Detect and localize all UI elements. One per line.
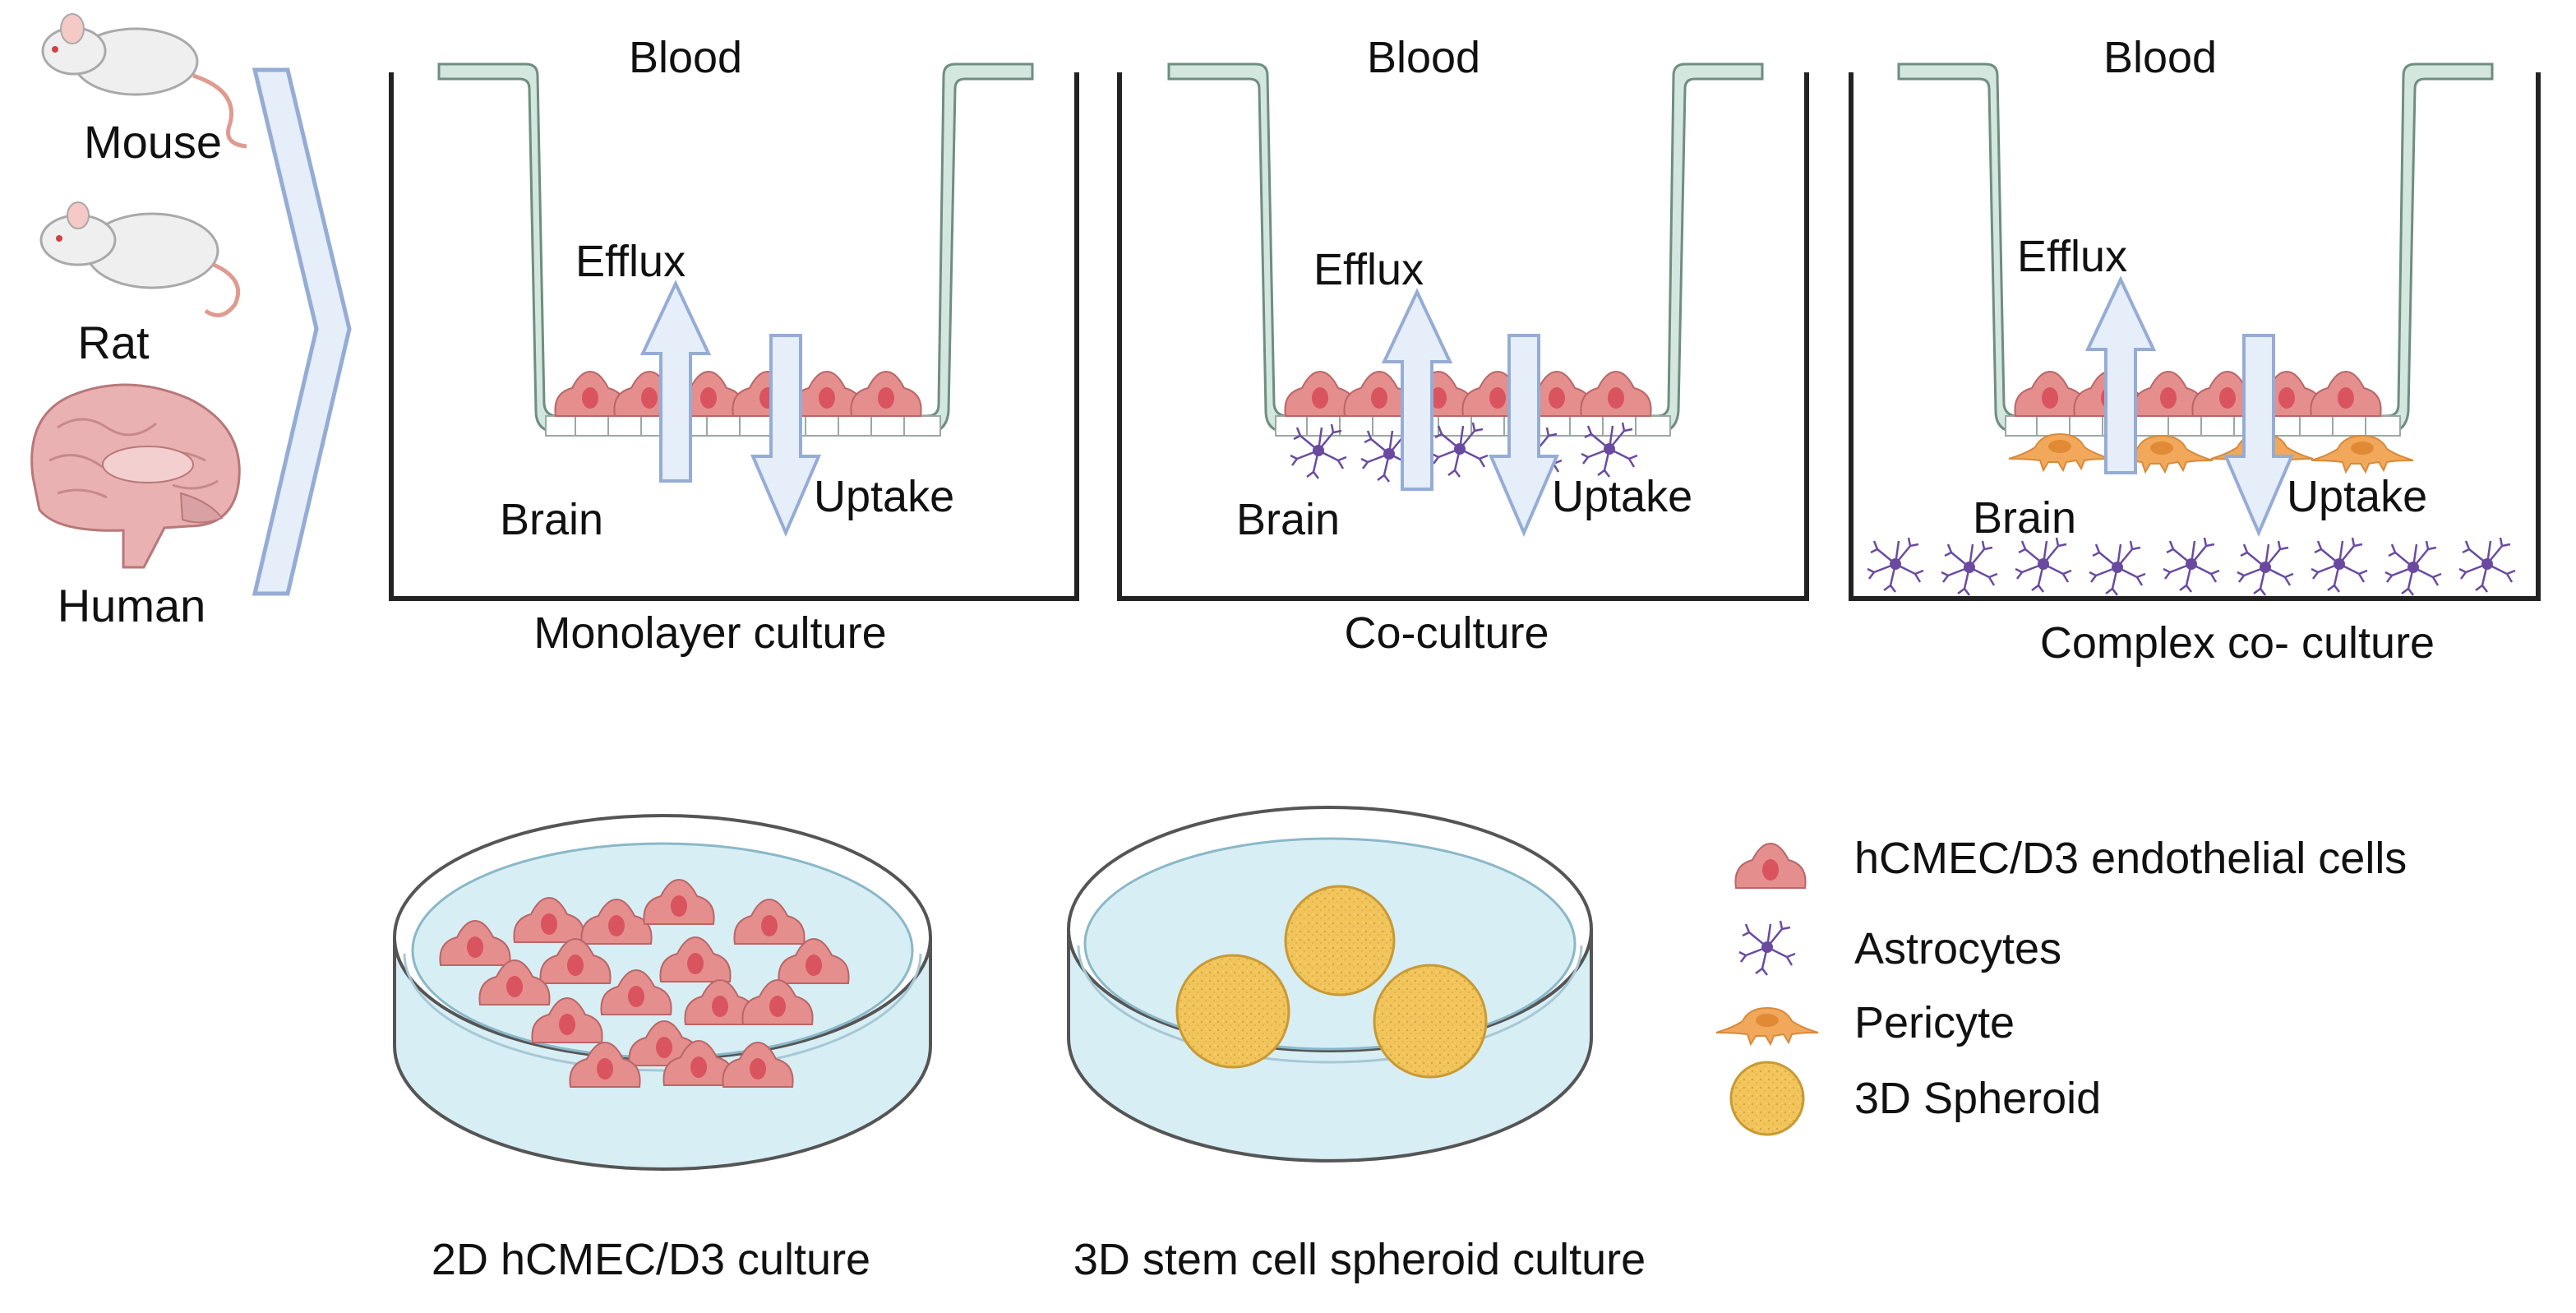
membrane bbox=[545, 415, 941, 437]
membrane bbox=[2005, 415, 2401, 437]
efflux-label: Efflux bbox=[1313, 245, 1424, 294]
endothelial-cell-icon bbox=[1734, 843, 1807, 889]
panel-complex-co-culture: Blood Efflux Uptake Brain Complex co- cu… bbox=[1849, 33, 2541, 668]
astrocyte-icon bbox=[1738, 919, 1797, 977]
spheroids bbox=[1175, 885, 1488, 1079]
endothelial-monolayer bbox=[554, 371, 922, 417]
blood-label: Blood bbox=[2103, 33, 2217, 82]
transwell-insert bbox=[1897, 62, 2494, 434]
endothelial-monolayer bbox=[2014, 371, 2382, 417]
efflux-arrow-icon bbox=[639, 280, 712, 483]
dish-3d-spheroid-culture: 3D stem cell spheroid culture bbox=[1067, 806, 1646, 1284]
species-rat-label: Rat bbox=[77, 317, 150, 368]
chevron-arrow-icon bbox=[252, 67, 352, 596]
efflux-arrow-icon bbox=[2084, 275, 2157, 474]
brain-label: Brain bbox=[500, 495, 603, 544]
species-human-label: Human bbox=[58, 580, 206, 631]
transwell-insert bbox=[437, 62, 1034, 434]
panel-monolayer: Blood Efflux Uptake Brain Monolayer cult… bbox=[389, 33, 1079, 658]
well-outline bbox=[1117, 72, 1809, 601]
mouse-icon bbox=[41, 13, 247, 149]
well-outline bbox=[1849, 72, 2541, 601]
dish-caption: 3D stem cell spheroid culture bbox=[1073, 1235, 1646, 1284]
blood-label: Blood bbox=[1367, 33, 1480, 82]
efflux-label: Efflux bbox=[575, 237, 686, 286]
uptake-arrow-icon bbox=[2223, 334, 2295, 538]
legend: hCMEC/D3 endothelial cells Astrocytes Pe… bbox=[1715, 834, 2407, 1136]
dish-caption: 2D hCMEC/D3 culture bbox=[432, 1235, 870, 1284]
legend-label: 3D Spheroid bbox=[1854, 1074, 2101, 1123]
panel-caption: Co-culture bbox=[1344, 608, 1549, 658]
panel-caption: Monolayer culture bbox=[533, 608, 886, 658]
uptake-label: Uptake bbox=[2287, 472, 2427, 521]
transwell-insert bbox=[1167, 62, 1764, 434]
panel-co-culture: Blood Efflux Uptake Brain Co-culture bbox=[1117, 33, 1809, 658]
brain-label: Brain bbox=[1236, 495, 1340, 544]
pericyte-icon bbox=[1715, 1007, 1819, 1045]
rat-icon bbox=[39, 201, 241, 317]
legend-label: Pericyte bbox=[1854, 998, 2015, 1047]
efflux-arrow-icon bbox=[1381, 288, 1453, 491]
legend-label: hCMEC/D3 endothelial cells bbox=[1854, 834, 2407, 883]
blood-label: Blood bbox=[629, 33, 742, 82]
brain-icon bbox=[30, 383, 241, 569]
uptake-label: Uptake bbox=[1552, 472, 1692, 521]
uptake-label: Uptake bbox=[814, 472, 954, 521]
efflux-label: Efflux bbox=[2017, 232, 2127, 281]
spheroid-icon bbox=[1729, 1061, 1805, 1136]
species-mouse-label: Mouse bbox=[84, 116, 222, 168]
pericyte-layer bbox=[2008, 433, 2414, 473]
uptake-arrow-icon bbox=[750, 334, 822, 538]
brain-label: Brain bbox=[1973, 493, 2076, 543]
dish-2d-culture: 2D hCMEC/D3 culture bbox=[393, 814, 932, 1284]
panel-caption: Complex co- culture bbox=[2040, 618, 2435, 668]
well-outline bbox=[389, 72, 1079, 601]
endothelial-monolayer bbox=[1284, 371, 1652, 417]
legend-label: Astrocytes bbox=[1854, 924, 2061, 973]
uptake-arrow-icon bbox=[1488, 334, 1560, 538]
astrocyte-layer bbox=[1866, 536, 2517, 597]
